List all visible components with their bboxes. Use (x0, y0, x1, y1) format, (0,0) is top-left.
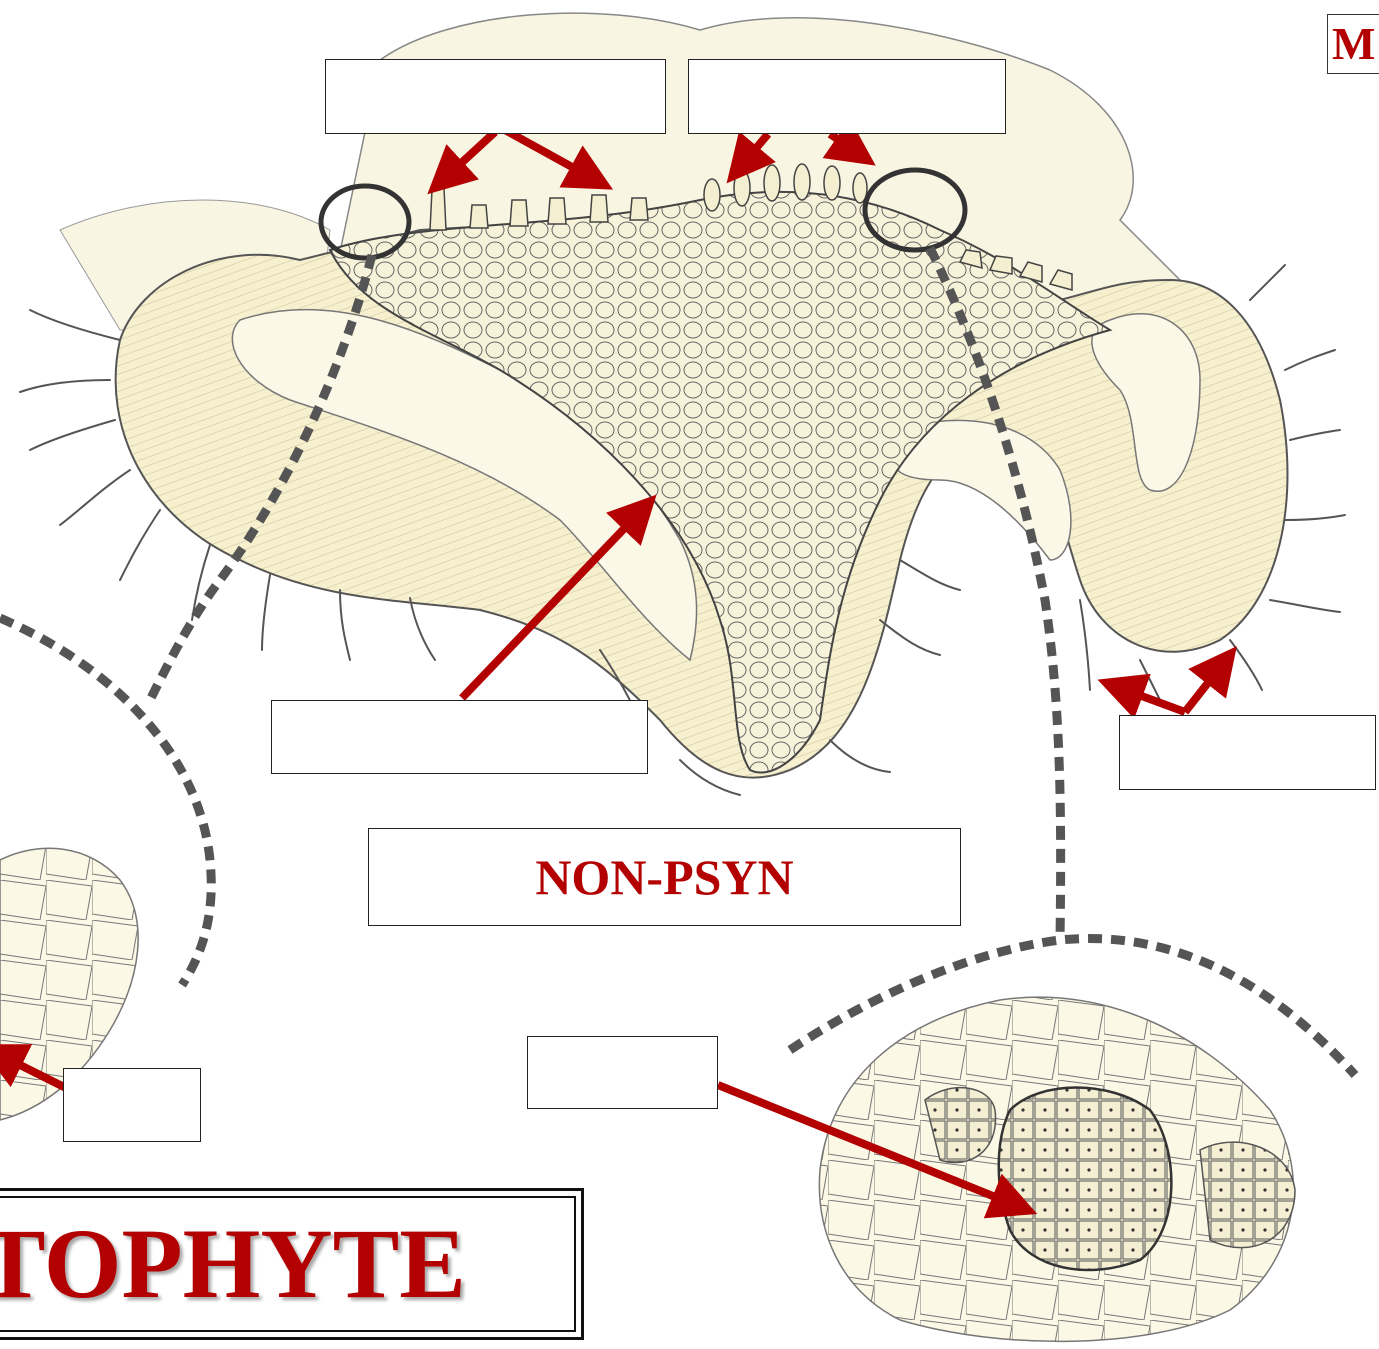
label-box-bottom-center[interactable] (527, 1036, 718, 1109)
label-box-top-right[interactable] (688, 59, 1006, 134)
label-box-top-left[interactable] (325, 59, 666, 134)
title-frame: TOPHYTE (0, 1188, 584, 1340)
right-zoom-cells (819, 997, 1295, 1341)
label-box-bottom-left[interactable] (63, 1068, 201, 1142)
non-psyn-label: NON-PSYN (368, 828, 961, 926)
label-box-center[interactable] (271, 700, 648, 774)
corner-label: M (1327, 14, 1379, 74)
title-inner-frame: TOPHYTE (0, 1196, 576, 1332)
arrow-right-a (1120, 688, 1185, 712)
label-box-right[interactable] (1119, 715, 1376, 790)
diagram-title: TOPHYTE (0, 1214, 466, 1314)
arrow-right-b (1185, 665, 1222, 712)
